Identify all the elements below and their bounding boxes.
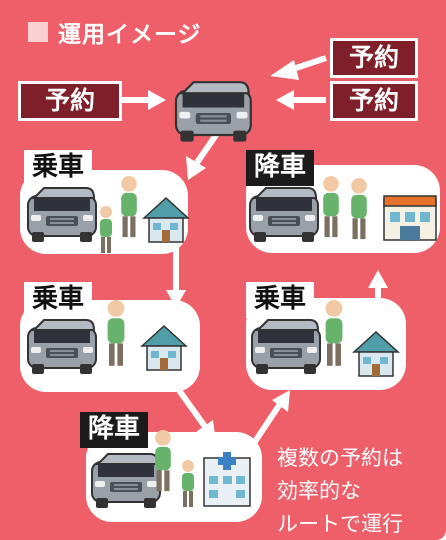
van-icon bbox=[27, 187, 97, 243]
arrow-top-reservation-to-van bbox=[270, 55, 327, 80]
person-icon bbox=[155, 430, 171, 492]
route-note-line-3: ルートで運行 bbox=[277, 512, 403, 536]
header-square-icon bbox=[28, 22, 48, 42]
supermarket-icon bbox=[383, 195, 437, 241]
house-icon bbox=[141, 325, 187, 371]
person-icon bbox=[121, 176, 137, 238]
hospital-icon bbox=[203, 452, 251, 507]
stop-label-pickup-1: 乗車 bbox=[24, 150, 93, 186]
arrow-stop3-to-stop5 bbox=[173, 384, 216, 442]
house-icon bbox=[143, 197, 189, 243]
van-icon bbox=[249, 187, 319, 243]
route-note-line-1: 複数の予約は bbox=[277, 446, 403, 470]
person-icon bbox=[100, 206, 112, 253]
person-icon bbox=[325, 300, 343, 366]
stop-label-dropoff-2: 降車 bbox=[80, 412, 149, 448]
house-icon bbox=[353, 331, 399, 377]
van-icon bbox=[174, 81, 252, 143]
van-icon bbox=[251, 319, 321, 375]
person-icon bbox=[351, 178, 367, 240]
reservation-box-right: 予約 bbox=[330, 81, 418, 121]
person-icon bbox=[323, 176, 339, 238]
page-title: 運用イメージ bbox=[58, 22, 202, 48]
arrow-stop5-to-stop4 bbox=[245, 390, 290, 454]
route-note: 複数の予約は 効率的な ルートで運行 bbox=[277, 442, 437, 540]
stop-label-pickup-3: 乗車 bbox=[246, 282, 315, 318]
person-icon bbox=[182, 460, 194, 507]
van-icon bbox=[91, 453, 161, 509]
arrow-right-reservation-to-van bbox=[276, 90, 326, 110]
arrow-van-to-stop1 bbox=[186, 130, 221, 180]
person-icon bbox=[107, 300, 125, 366]
arrow-left-reservation-to-van bbox=[120, 90, 166, 110]
reservation-box-top-right: 予約 bbox=[330, 38, 418, 78]
van-icon bbox=[27, 319, 97, 375]
arrow-stop1-to-stop3 bbox=[166, 246, 186, 308]
arrow-stop4-to-stop2 bbox=[368, 270, 388, 324]
stop-label-pickup-2: 乗車 bbox=[24, 282, 93, 318]
stop-label-dropoff-1: 降車 bbox=[246, 150, 315, 186]
route-note-line-2: 効率的な bbox=[277, 479, 361, 503]
reservation-box-left: 予約 bbox=[18, 81, 122, 121]
